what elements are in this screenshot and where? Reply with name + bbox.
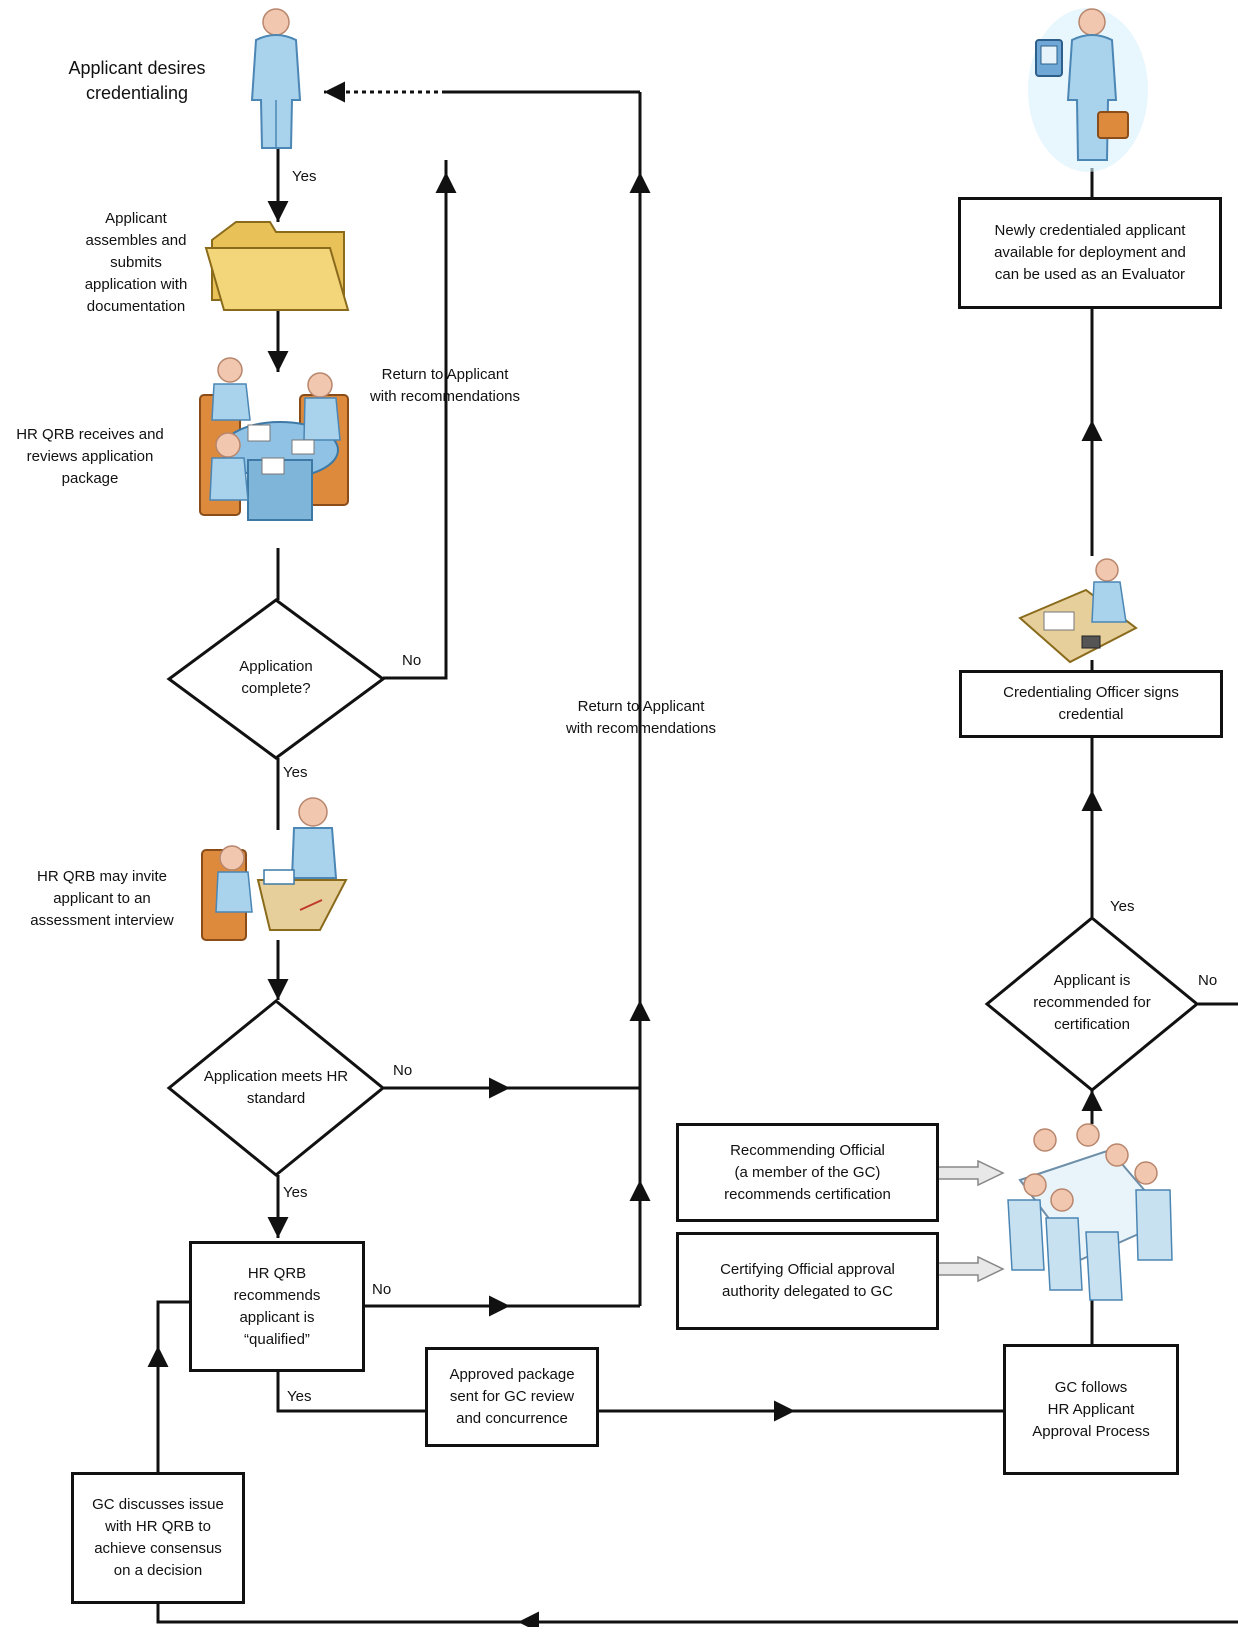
meeting-table-icon <box>199 357 349 521</box>
box-newly-credentialed: Newly credentialed applicant available f… <box>958 197 1222 309</box>
box-line: achieve consensus <box>94 1540 222 1557</box>
step-line: HR QRB may invite <box>36 868 168 885</box>
officer-desk-icon <box>1018 558 1138 664</box>
box-line: recommends <box>233 1286 321 1304</box>
box-approved-package: Approved package sent for GC review and … <box>425 1347 599 1447</box>
edge-no-standard: No <box>393 1062 413 1079</box>
start-label-line: credentialing <box>85 83 189 103</box>
step-line: application with <box>84 276 188 293</box>
decision-line: Application <box>239 658 313 675</box>
return-line: Return to Applicant <box>577 698 705 715</box>
box-recommending-official: Recommending Official (a member of the G… <box>676 1123 939 1222</box>
step-line: reviews application <box>26 448 154 465</box>
step-line: documentation <box>86 298 186 315</box>
decision-application-complete <box>166 598 386 760</box>
box-line: GC discusses issue <box>92 1496 224 1513</box>
box-line: available for deployment and <box>994 244 1186 261</box>
decision-diamonds <box>166 598 1200 1177</box>
box-line: recommends certification <box>724 1185 891 1203</box>
box-line: applicant is <box>239 1308 315 1326</box>
folder-icon <box>204 221 350 311</box>
box-line: can be used as an Evaluator <box>994 266 1186 283</box>
box-qualified: HR QRB recommends applicant is “qualifie… <box>189 1241 365 1372</box>
box-line: HR QRB <box>247 1264 307 1282</box>
decision-line: Application meets HR <box>203 1068 349 1085</box>
step-line: HR QRB receives and <box>16 426 164 443</box>
step-review-label: HR QRB receives and reviews application … <box>2 424 178 490</box>
box-line: Approval Process <box>1032 1422 1150 1440</box>
step-line: assembles and <box>85 232 187 249</box>
step-invite-label: HR QRB may invite applicant to an assess… <box>10 866 194 932</box>
box-line: HR Applicant <box>1047 1400 1135 1418</box>
decision-standard-text: Application meets HR standard <box>186 1066 366 1110</box>
step-line: assessment interview <box>30 912 174 929</box>
box-line: credential <box>1058 706 1124 723</box>
box-officer-signs: Credentialing Officer signs credential <box>959 670 1223 738</box>
decision-line: standard <box>246 1090 306 1107</box>
decision-line: recommended for <box>1033 994 1151 1011</box>
box-line: authority delegated to GC <box>722 1283 893 1300</box>
edge-yes-standard: Yes <box>283 1184 308 1201</box>
return-label-2: Return to Applicant with recommendations <box>548 696 734 740</box>
decision-line: Applicant is <box>1053 972 1131 989</box>
step-line: Applicant <box>105 210 167 227</box>
box-line: (a member of the GC) <box>734 1163 881 1181</box>
decision-line: complete? <box>241 680 311 697</box>
return-line: Return to Applicant <box>381 366 509 383</box>
edge-yes-cert: Yes <box>1110 898 1135 915</box>
edge-no-complete: No <box>402 652 422 669</box>
edge-yes-complete: Yes <box>283 764 308 781</box>
box-certifying-official: Certifying Official approval authority d… <box>676 1232 939 1330</box>
decision-recommended-cert <box>984 916 1200 1092</box>
decision-cert-text: Applicant is recommended for certificati… <box>1012 970 1172 1036</box>
interview-desk-icon <box>201 797 348 941</box>
box-line: on a decision <box>113 1562 203 1579</box>
edge-no-cert: No <box>1198 972 1218 989</box>
decision-complete-text: Application complete? <box>196 656 356 700</box>
return-label-1: Return to Applicant with recommendations <box>355 364 535 408</box>
box-gc-discusses: GC discusses issue with HR QRB to achiev… <box>71 1472 245 1604</box>
box-line: Approved package <box>449 1366 575 1383</box>
decision-meets-standard <box>166 999 386 1177</box>
box-line: Certifying Official approval <box>720 1261 895 1278</box>
box-gc-follows: GC follows HR Applicant Approval Process <box>1003 1344 1179 1475</box>
step-assemble-label: Applicant assembles and submits applicat… <box>62 208 210 318</box>
edge-yes-start: Yes <box>292 168 317 185</box>
hollow-arrows <box>936 1159 1005 1283</box>
box-line: with HR QRB to <box>105 1518 211 1535</box>
decision-line: certification <box>1054 1016 1130 1033</box>
return-line: with recommendations <box>565 720 717 737</box>
connectors <box>147 90 1238 1632</box>
return-line: with recommendations <box>369 388 521 405</box>
step-line: submits <box>110 254 162 271</box>
box-line: Credentialing Officer signs <box>1003 684 1179 701</box>
box-line: “qualified” <box>244 1330 310 1348</box>
step-line: applicant to an <box>53 890 151 907</box>
box-line: Recommending Official <box>730 1141 885 1159</box>
box-line: sent for GC review <box>449 1388 575 1405</box>
edge-no-qualified: No <box>372 1281 392 1298</box>
box-line: GC follows <box>1054 1378 1128 1396</box>
start-label-line: Applicant desires <box>68 58 206 78</box>
step-line: package <box>61 470 119 487</box>
credentialed-person-icon <box>1028 8 1148 172</box>
box-line: and concurrence <box>456 1410 568 1427</box>
person-icon <box>250 8 302 149</box>
box-line: Newly credentialed applicant <box>994 222 1186 239</box>
start-label: Applicant desires credentialing <box>52 56 222 106</box>
edge-yes-qualified: Yes <box>287 1388 312 1405</box>
board-meeting-icon <box>1007 1123 1173 1301</box>
